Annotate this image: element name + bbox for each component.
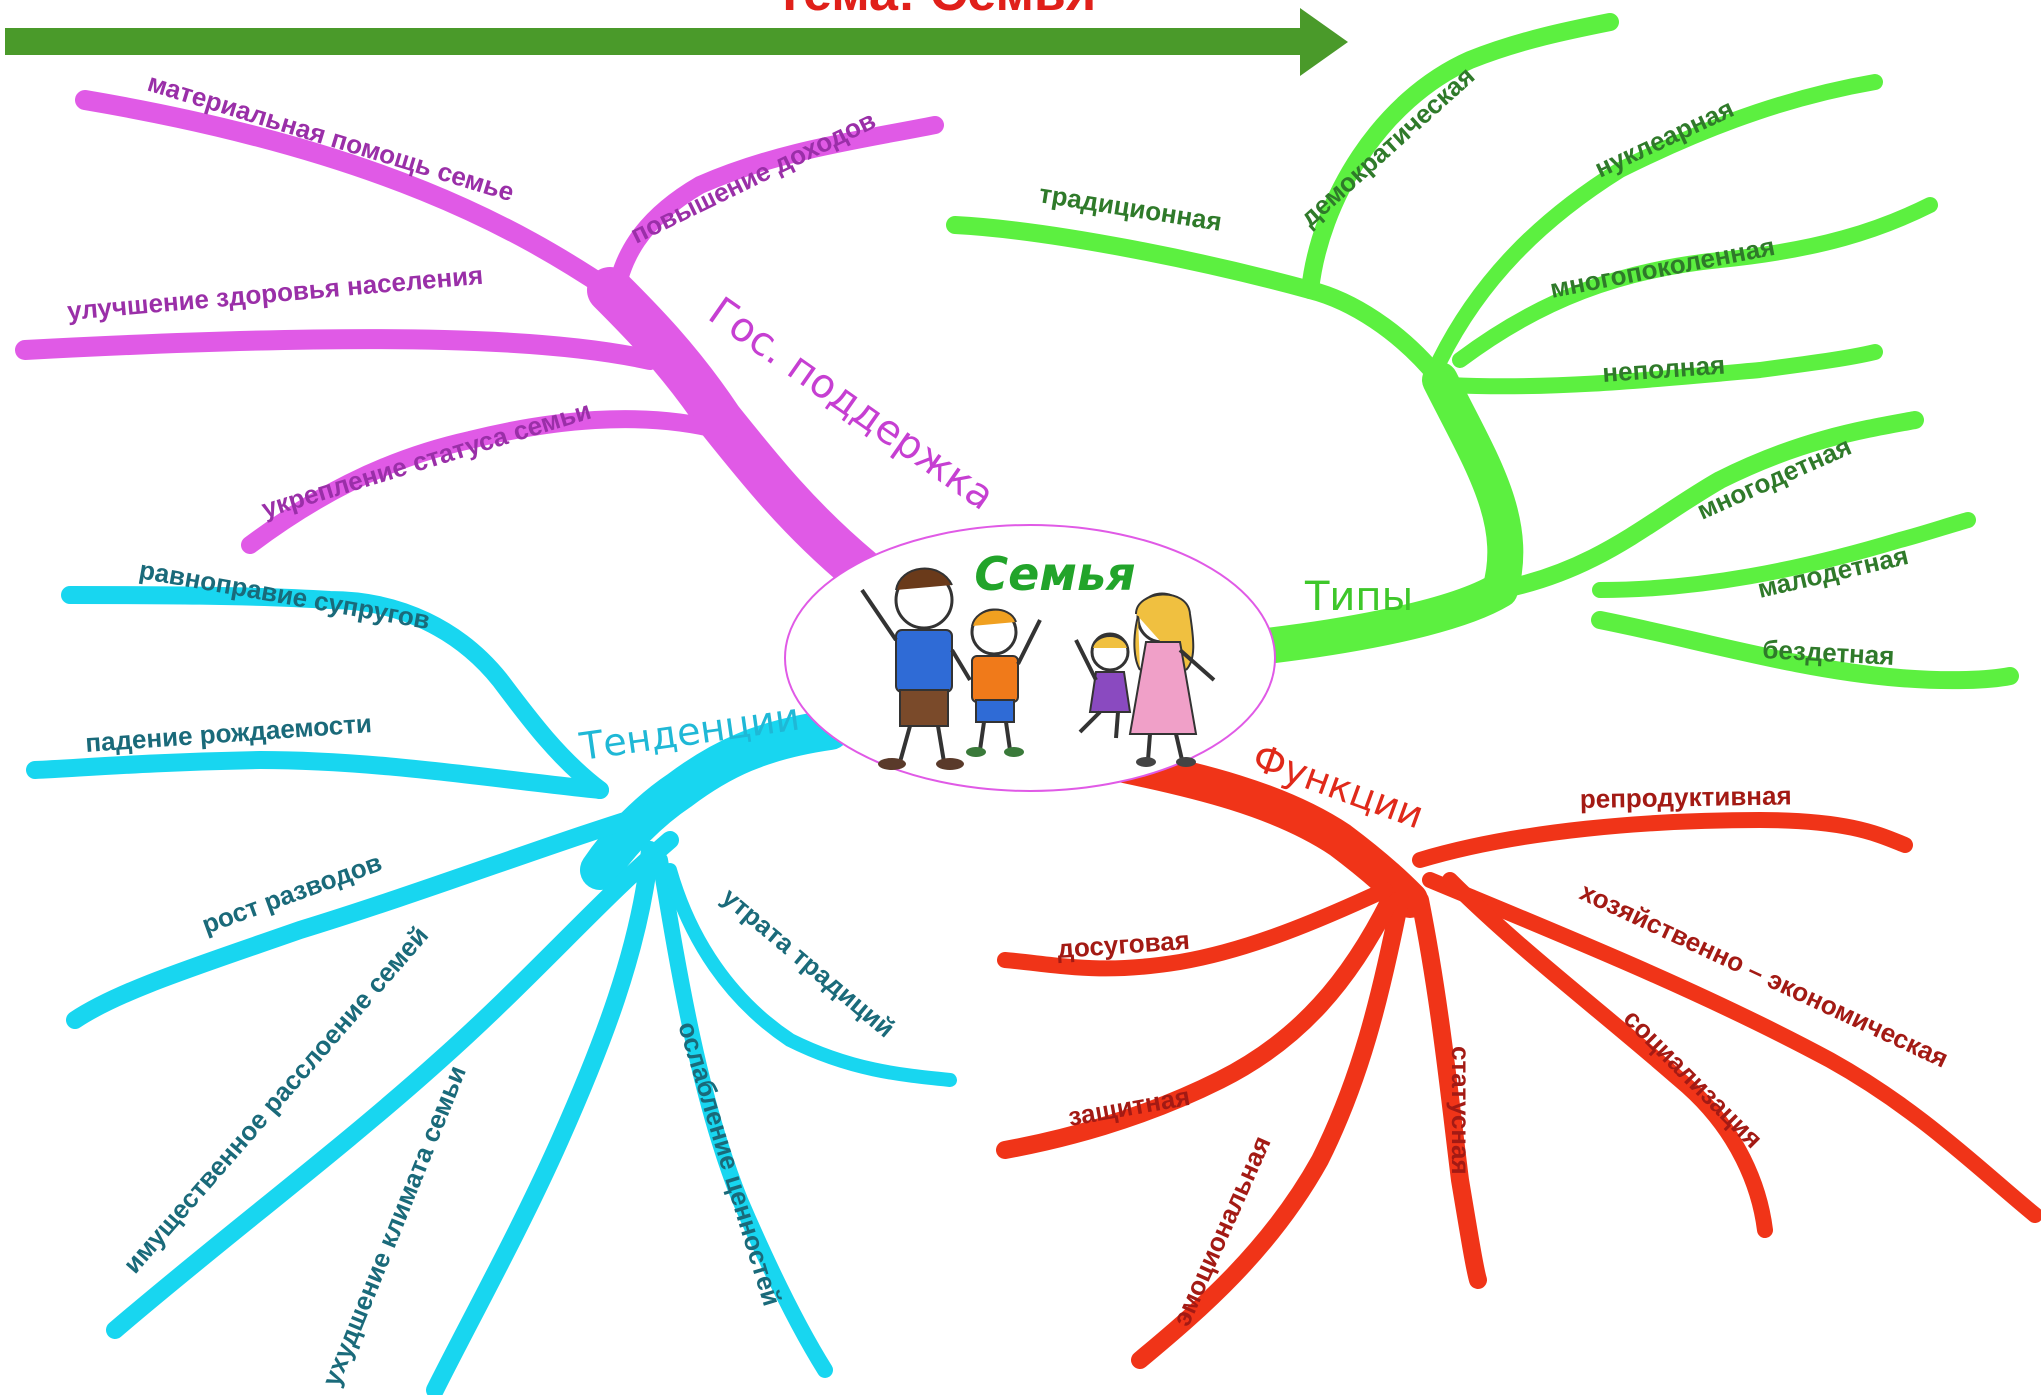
title-arrow <box>5 8 1348 76</box>
center-node: Семья <box>784 524 1276 792</box>
center-label: Семья <box>974 547 1135 601</box>
leaf-func-status: статусная <box>1446 1046 1476 1175</box>
leaf-gos-material-help: материальная помощь семье <box>144 67 517 207</box>
leaf-gos-income-increase: повышение доходов <box>625 105 880 250</box>
leaf-tipy-democratic: демократическая <box>1294 60 1480 232</box>
leaf-tipy-nuclear: нуклеарная <box>1590 93 1738 184</box>
leaf-tend-birthrate: падение рождаемости <box>84 708 372 758</box>
branch-types <box>946 13 2019 690</box>
family-drawing-icon <box>860 567 1216 770</box>
leaf-tend-values: ослабление ценностей <box>672 1018 787 1309</box>
leaf-gos-health: улучшение здоровья населения <box>66 260 484 326</box>
leaf-tipy-childless: бездетная <box>1762 634 1896 671</box>
branch-tendencies <box>26 586 957 1395</box>
leaf-func-reproductive: репродуктивная <box>1580 780 1792 814</box>
leaf-tend-traditions: утрата традиций <box>716 882 901 1044</box>
girl-figure-icon <box>1074 632 1132 739</box>
branch-gos-support <box>15 90 944 593</box>
leaf-tipy-traditional: традиционная <box>1037 178 1224 236</box>
mother-figure-icon <box>1128 592 1216 767</box>
branch-functions <box>996 742 2041 1369</box>
leaf-gos-status: укрепление статуса семьи <box>258 395 594 524</box>
leaf-func-emotional: эмоциональная <box>1166 1131 1277 1330</box>
leaf-tipy-small: малодетная <box>1755 540 1912 604</box>
child-figure-icon <box>966 608 1042 757</box>
branch-title-tipy: Типы <box>1304 574 1413 620</box>
page-title: Тема: Семья <box>774 0 1096 22</box>
leaf-tipy-multigenerational: многопоколенная <box>1547 231 1777 304</box>
boy-figure-icon <box>860 567 972 770</box>
